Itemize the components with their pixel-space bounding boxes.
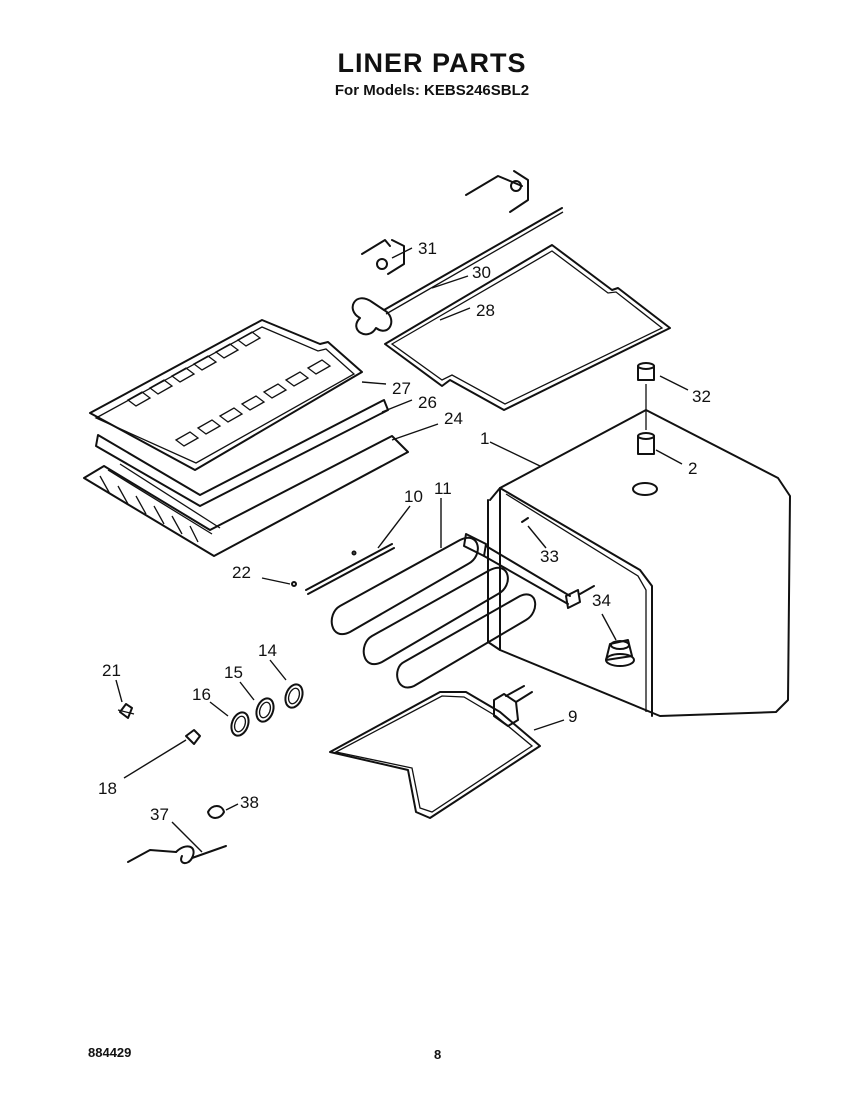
callout-26: 26 xyxy=(418,393,437,412)
plug-part-32 xyxy=(637,362,655,430)
rod-bracket-upper xyxy=(465,170,529,213)
clip-part-21 xyxy=(117,703,135,719)
callout-32: 32 xyxy=(692,387,711,406)
callout-37: 37 xyxy=(150,805,169,824)
callout-16: 16 xyxy=(192,685,211,704)
callout-33: 33 xyxy=(540,547,559,566)
bracket-part-34 xyxy=(565,585,635,667)
callout-24: 24 xyxy=(444,409,463,428)
gasket-frame-part-28 xyxy=(384,244,671,411)
plug-part-2 xyxy=(637,432,655,455)
callout-10: 10 xyxy=(404,487,423,506)
callout-27: 27 xyxy=(392,379,411,398)
ring-part-16 xyxy=(230,711,250,737)
wire-part-37 xyxy=(127,845,227,864)
document-number: 884429 xyxy=(88,1045,132,1060)
callout-leaders xyxy=(115,247,689,853)
temperature-sensor-part-10 xyxy=(305,543,395,595)
callout-21: 21 xyxy=(102,661,121,680)
oven-rack-part-27 xyxy=(89,319,363,471)
oven-rack-part-24 xyxy=(83,435,409,557)
callout-9: 9 xyxy=(568,707,577,726)
broil-element-part-9 xyxy=(329,685,541,819)
ring-part-15 xyxy=(255,697,275,723)
callout-2: 2 xyxy=(688,459,697,478)
callout-30: 30 xyxy=(472,263,491,282)
screw-part-22 xyxy=(291,581,297,587)
callout-31: 31 xyxy=(418,239,437,258)
callout-11: 11 xyxy=(434,479,452,498)
callout-22: 22 xyxy=(232,563,251,582)
clip-part-33 xyxy=(521,517,529,523)
callout-14: 14 xyxy=(258,641,277,660)
ring-part-14 xyxy=(284,683,304,709)
callout-34: 34 xyxy=(592,591,611,610)
callout-38: 38 xyxy=(240,793,259,812)
heating-element-part-11 xyxy=(330,533,571,689)
rack-rod-part-30 xyxy=(351,207,564,336)
bracket-part-18 xyxy=(185,729,201,745)
page-title: LINER PARTS xyxy=(337,48,527,78)
oven-liner-part-1 xyxy=(487,409,791,717)
rod-bracket-part-31 xyxy=(361,239,405,275)
page-number: 8 xyxy=(434,1047,442,1062)
callout-15: 15 xyxy=(224,663,243,682)
callout-1: 1 xyxy=(480,429,489,448)
callout-28: 28 xyxy=(476,301,495,320)
model-subtitle: For Models: KEBS246SBL2 xyxy=(334,82,530,99)
clip-part-38 xyxy=(207,805,225,819)
callout-18: 18 xyxy=(98,779,117,798)
